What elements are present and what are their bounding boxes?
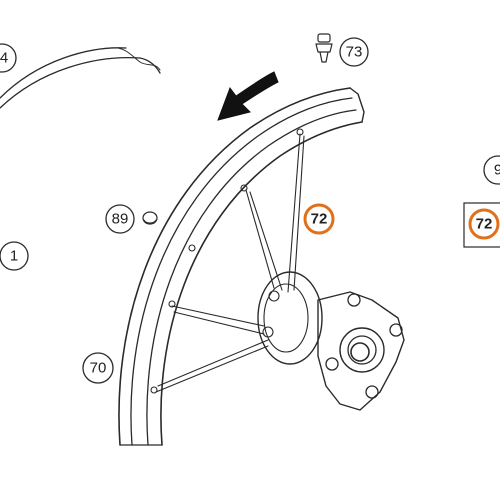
fender-outline (0, 47, 161, 109)
callout-1-label: 1 (10, 248, 18, 265)
callout-72-highlighted: 72 (303, 203, 335, 235)
callout-9-label: 9 (494, 162, 500, 179)
wheel-rim (118, 87, 365, 446)
callout-4: 4 (0, 43, 17, 73)
callout-89-label: 89 (112, 211, 129, 228)
callout-70-label: 70 (90, 360, 107, 377)
wheel-hub (257, 271, 405, 411)
spokes (155, 133, 305, 393)
callout-70: 70 (82, 352, 114, 384)
callout-73: 73 (339, 37, 369, 67)
valve-part (315, 33, 333, 63)
callout-72-main-label: 72 (311, 211, 328, 228)
callout-1: 1 (0, 241, 29, 271)
callout-73-label: 73 (346, 44, 363, 61)
callout-89: 89 (105, 204, 135, 234)
callout-72-boxed: 72 (463, 202, 500, 248)
rubber-plug-part (142, 211, 158, 225)
callout-9: 9 (483, 155, 500, 185)
callout-72-side-label: 72 (476, 216, 493, 233)
callout-4-label: 4 (0, 50, 8, 67)
rotation-direction-arrow (217, 71, 279, 121)
